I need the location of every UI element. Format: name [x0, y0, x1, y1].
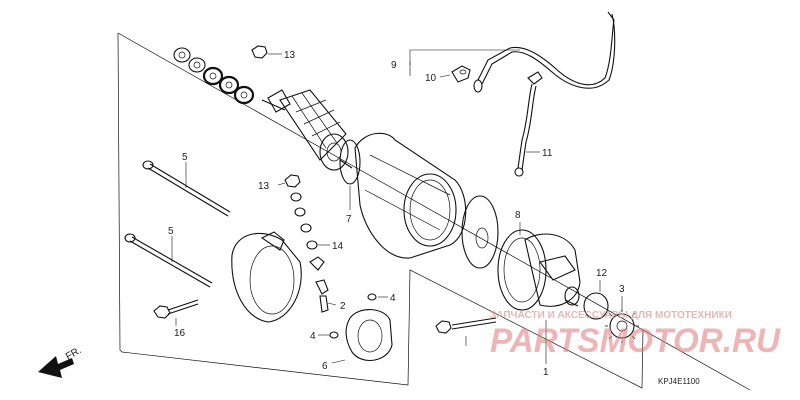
yoke-housing-7 — [354, 132, 467, 259]
bolt-16 — [435, 317, 497, 346]
through-bolt-5-lower — [124, 233, 213, 288]
callout-5-lower: 5 — [168, 226, 174, 237]
brush-holder-6 — [331, 309, 393, 364]
washer-set-14 — [290, 192, 330, 250]
front-arrow-icon: FR. — [38, 345, 83, 378]
screw-4-upper — [367, 293, 388, 301]
ground-cable-11 — [514, 71, 543, 177]
terminal-10 — [439, 65, 471, 83]
callout-11: 11 — [542, 148, 553, 159]
bolt-15 — [153, 299, 199, 326]
insulator-disc — [461, 195, 499, 269]
assembly-frame — [117, 32, 751, 391]
callout-4-upper: 4 — [390, 293, 396, 304]
callout-4-lower: 4 — [310, 331, 316, 342]
callout-1: 1 — [543, 367, 549, 378]
armature — [261, 89, 353, 171]
callout-3: 3 — [619, 284, 625, 295]
watermark-brand: PARTSMOTOR.RU — [490, 322, 781, 360]
nut-13-upper — [251, 45, 282, 59]
front-label: FR. — [64, 345, 83, 363]
callout-7: 7 — [346, 214, 352, 225]
screw-4-lower — [318, 331, 339, 339]
callout-12: 12 — [596, 268, 608, 279]
callout-6: 6 — [322, 361, 328, 372]
callout-10: 10 — [425, 73, 437, 84]
output-shaft — [564, 286, 580, 307]
watermark-tagline: ЗАПЧАСТИ И АКСЕССУАРЫ ДЛЯ МОТОТЕХНИКИ — [490, 310, 732, 321]
drive-gear-3 — [605, 309, 639, 343]
o-ring-12 — [583, 292, 609, 320]
brush-terminal-2 — [309, 256, 337, 313]
callout-14: 14 — [332, 241, 344, 252]
through-bolt-5-upper — [142, 160, 231, 217]
diagram-code: KPJ4E1100 — [658, 377, 700, 386]
callout-9: 9 — [391, 60, 397, 71]
callout-2: 2 — [340, 301, 346, 312]
rear-cover — [231, 231, 302, 323]
callout-5-upper: 5 — [182, 152, 188, 163]
nut-13-lower — [277, 174, 301, 188]
callout-13-lower: 13 — [258, 181, 270, 192]
front-cover-8 — [497, 222, 581, 311]
washer-stack — [173, 47, 255, 105]
starter-cable-9 — [409, 11, 616, 93]
o-ring-left — [339, 139, 361, 185]
callout-13-upper: 13 — [284, 50, 296, 61]
callout-8: 8 — [515, 210, 521, 221]
callout-15: 16 — [174, 328, 186, 339]
